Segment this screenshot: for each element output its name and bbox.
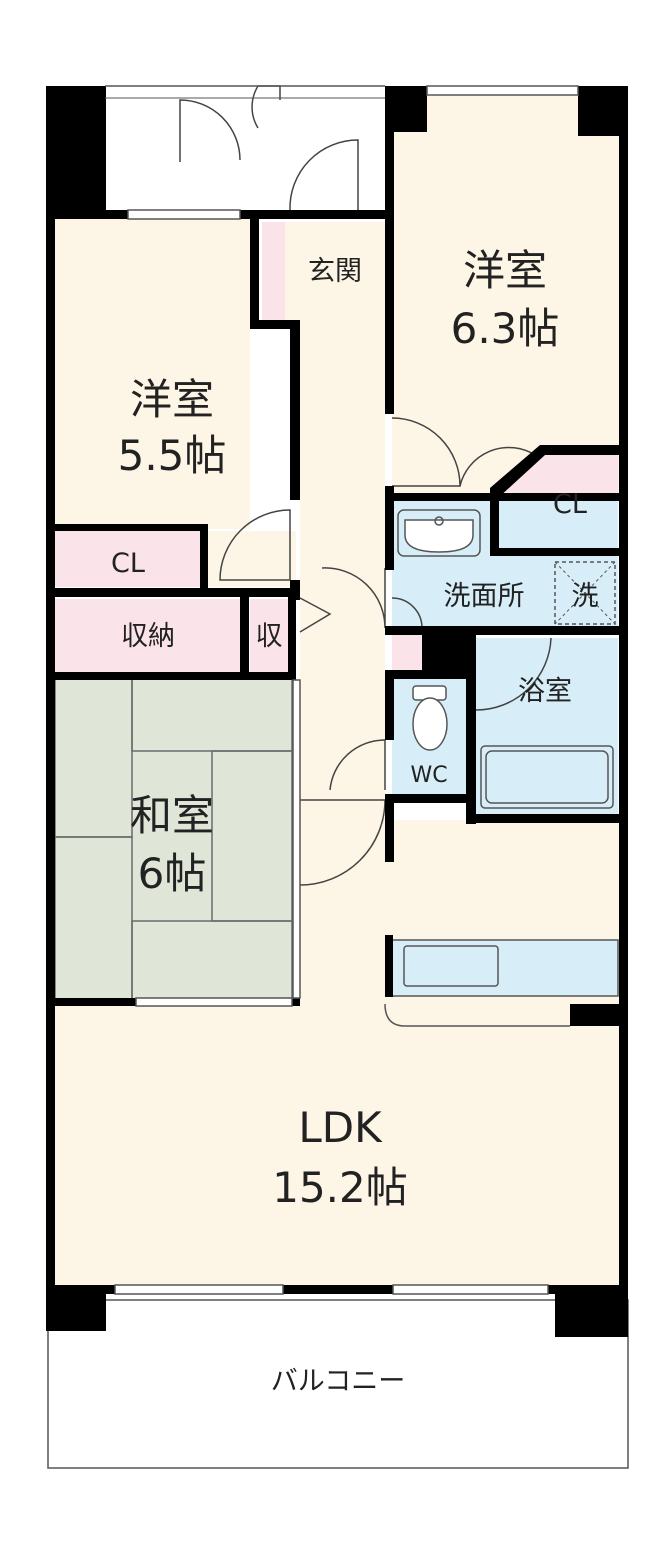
wall <box>288 597 296 675</box>
wall <box>46 998 136 1006</box>
window <box>392 1284 549 1295</box>
windows <box>114 85 579 1295</box>
room-size: 6.3帖 <box>451 304 560 353</box>
wall <box>490 548 628 556</box>
fixtures <box>384 509 619 1027</box>
faucet <box>434 516 444 526</box>
outer-wall-west <box>46 86 55 1331</box>
wall <box>46 672 296 680</box>
wall <box>385 679 394 740</box>
window <box>426 85 579 96</box>
washroom-door <box>321 567 386 629</box>
porch-door-left <box>179 99 241 162</box>
wall <box>385 493 628 501</box>
bedroom-west-floor <box>55 217 250 529</box>
room-name: 浴室 <box>518 676 572 707</box>
storage-main-floor <box>55 599 243 672</box>
window <box>135 997 293 1007</box>
room-name: 洋室 <box>130 375 214 424</box>
wall <box>250 320 300 329</box>
storage-small-floor <box>250 599 288 672</box>
wall <box>240 597 249 675</box>
entrance-floor <box>285 222 385 322</box>
room-name: 和室 <box>130 791 214 840</box>
bedroom-east-floor <box>392 96 620 501</box>
washer-space <box>554 561 616 625</box>
ldk-floor <box>55 1004 620 1285</box>
wall <box>290 320 300 500</box>
room-name: 収納 <box>121 621 175 652</box>
column <box>570 1004 628 1026</box>
wall <box>490 488 499 554</box>
outer-wall-east <box>619 86 628 1331</box>
window <box>127 209 241 220</box>
washroom-swing <box>391 597 423 629</box>
wall <box>385 626 628 635</box>
room-size: 5.5帖 <box>118 431 227 480</box>
wall <box>46 524 206 531</box>
wall <box>292 998 300 1006</box>
bedroom-east-door <box>391 417 461 487</box>
storage-door <box>299 597 332 633</box>
porch-gate <box>289 139 359 211</box>
wall <box>240 210 390 219</box>
wall <box>46 210 128 219</box>
counter-curve <box>384 1003 570 1027</box>
bathtub-inner <box>485 750 609 804</box>
porch-area <box>105 86 387 212</box>
japanese-room-floor <box>55 679 295 999</box>
washer-diagonal <box>554 561 616 625</box>
labels: 洋室 5.5帖 洋室 6.3帖 和室 6帖 LDK 15.2帖 玄関 CL CL… <box>111 246 598 1397</box>
toilet-bowl <box>412 697 448 751</box>
washroom-shelf <box>392 632 422 670</box>
wall <box>46 588 300 597</box>
window <box>114 1284 284 1295</box>
japanese-room-door <box>299 799 386 886</box>
wall <box>385 800 394 862</box>
wall <box>250 210 259 328</box>
balcony-floor <box>47 1299 629 1469</box>
room-name: CL <box>553 489 587 520</box>
room-size: 6帖 <box>138 849 207 898</box>
room-name: バルコニー <box>271 1366 405 1397</box>
wall <box>385 670 476 679</box>
hallway-floor <box>300 320 385 1010</box>
bathtub <box>480 745 614 809</box>
room-name: 洗面所 <box>444 581 525 612</box>
entrance-shoe-box <box>262 222 285 322</box>
room-name: WC <box>410 763 447 788</box>
sliding-door <box>292 679 301 999</box>
bedroom-west-door <box>219 509 291 581</box>
toilet-door <box>329 739 386 791</box>
room-name: 玄関 <box>308 256 362 287</box>
room-name: 洋室 <box>463 246 547 295</box>
outer-wall-south <box>46 1285 628 1294</box>
room-name: LDK <box>298 1103 383 1152</box>
walls <box>46 85 628 1337</box>
closet-west-floor <box>55 531 203 587</box>
wall <box>200 524 208 594</box>
column <box>46 86 106 212</box>
kitchen-sink <box>403 945 499 987</box>
wall <box>385 486 394 570</box>
room-name: CL <box>111 548 145 579</box>
room-size: 15.2帖 <box>272 1163 408 1212</box>
bathroom-door <box>475 637 552 711</box>
closet-west-extra <box>206 531 296 587</box>
wall <box>490 445 628 498</box>
doors <box>179 85 552 886</box>
wall <box>385 935 393 997</box>
room-fills <box>47 86 629 1469</box>
wall <box>385 794 475 803</box>
wall <box>466 632 476 824</box>
wall <box>385 86 394 414</box>
wall <box>466 814 628 823</box>
washbasin-bowl <box>404 519 474 553</box>
room-name: 洗 <box>572 581 599 612</box>
room-name: 収 <box>256 621 283 652</box>
closet-east-door <box>459 446 537 496</box>
